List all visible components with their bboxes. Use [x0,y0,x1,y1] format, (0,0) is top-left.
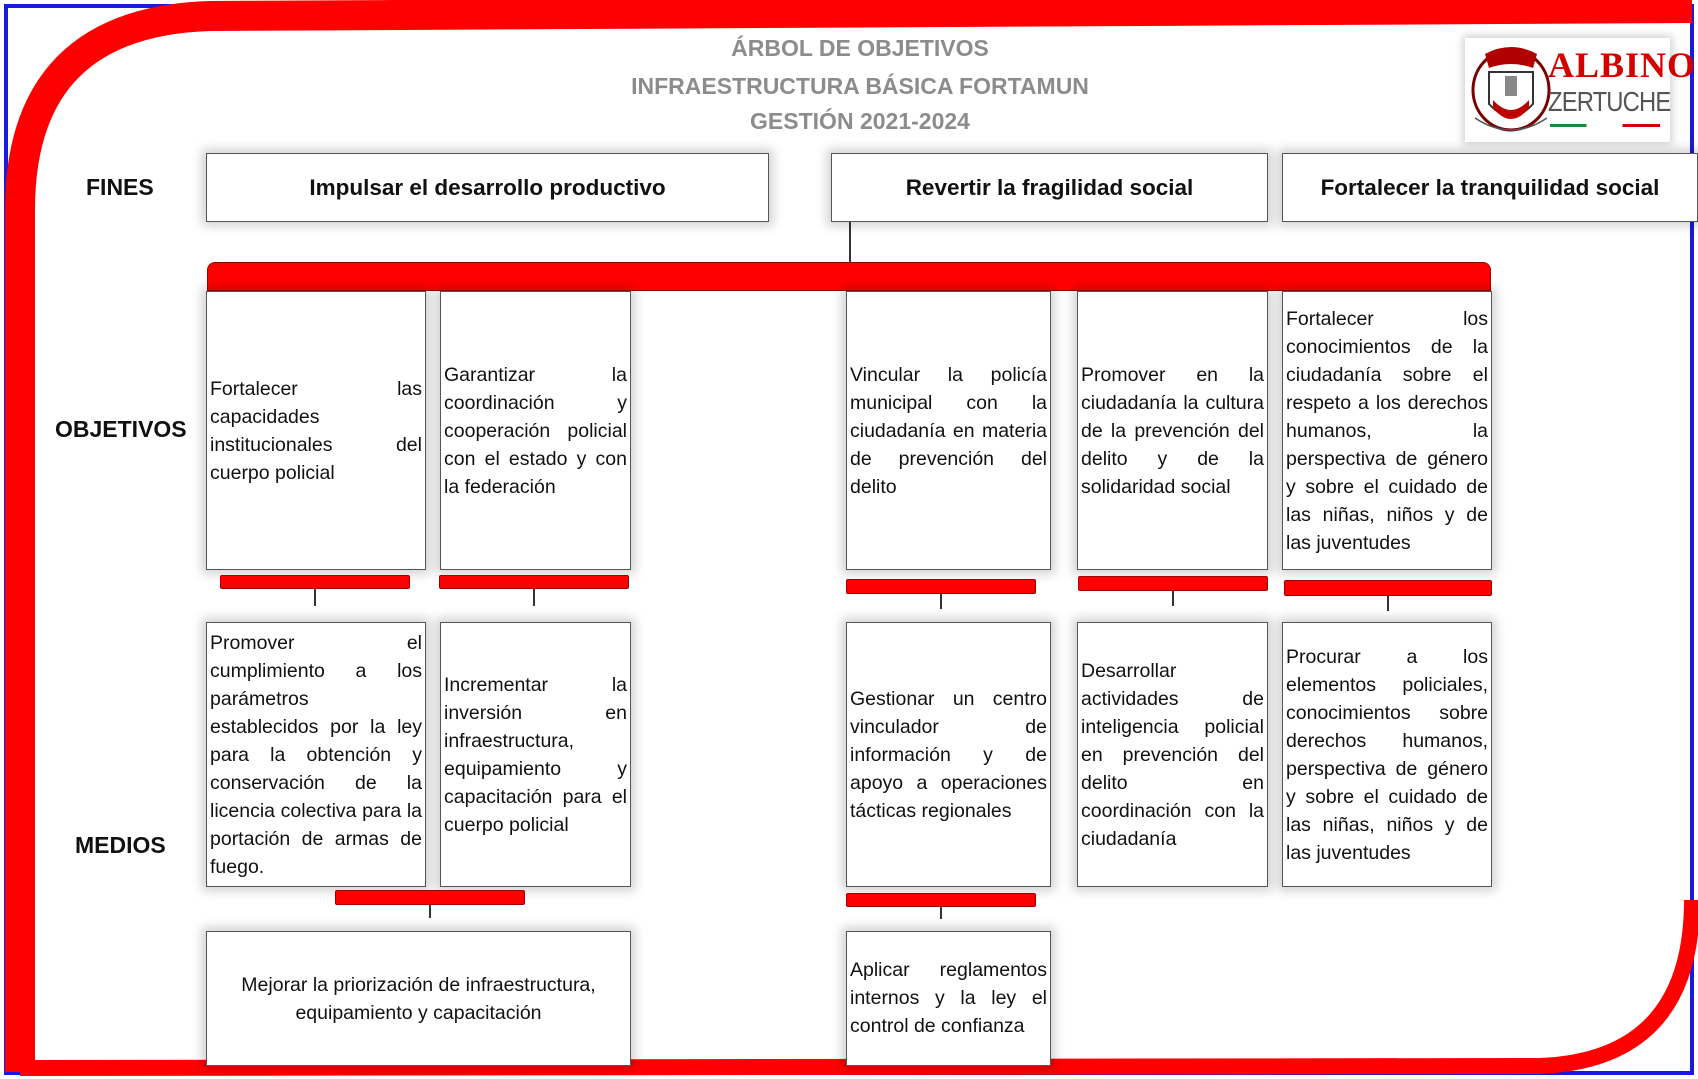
diagram-period: GESTIÓN 2021-2024 [750,108,970,134]
connector-bar-7 [846,893,1036,907]
objetivo-text-4: Promover en la ciudadanía la cultura de … [1081,363,1264,498]
medio-inferior-text-1: Mejorar la priorización de infraestructu… [241,973,596,1024]
objetivo-box-1: Fortalecer las capacidades institucional… [206,291,426,570]
fin-box-2: Revertir la fragilidad social [831,153,1268,222]
objetivo-box-5: Fortalecer los conocimientos de la ciuda… [1282,291,1492,570]
medio-text-2: Incrementar la inversión en infraestruct… [444,673,627,836]
objetivo-box-4: Promover en la ciudadanía la cultura de … [1077,291,1268,570]
medio-text-4: Desarrollar actividades de inteligencia … [1081,659,1264,850]
fin-text-2: Revertir la fragilidad social [905,174,1194,200]
connector-line [429,905,431,918]
diagram-title: ÁRBOL DE OBJETIVOS [731,35,989,61]
fin-box-3: Fortalecer la tranquilidad social [1282,153,1698,222]
fin-box-1: Impulsar el desarrollo productivo [206,153,769,222]
connector-line [940,907,942,919]
medio-text-5: Procurar a los elementos policiales, con… [1286,645,1488,864]
row-label-medios: MEDIOS [75,832,166,858]
connector-line [533,589,535,606]
medio-inferior-box-1: Mejorar la priorización de infraestructu… [206,931,631,1066]
connector-line [940,594,942,609]
medio-box-5: Procurar a los elementos policiales, con… [1282,622,1492,887]
objetivo-box-2: Garantizar la coordinación y cooperación… [440,291,631,570]
connector-bar-1 [220,575,410,589]
fin-text-3: Fortalecer la tranquilidad social [1320,174,1660,200]
connector-line [1172,591,1174,606]
logo-name-bottom: ZERTUCHE [1548,86,1671,117]
medio-inferior-box-2: Aplicar reglamentos internos y la ley el… [846,931,1051,1066]
connector-line [314,589,316,606]
objetivo-box-3: Vincular la policía municipal con la ciu… [846,291,1051,570]
medio-box-4: Desarrollar actividades de inteligencia … [1077,622,1268,887]
objetivo-text-5: Fortalecer los conocimientos de la ciuda… [1286,307,1488,554]
objetivo-text-1: Fortalecer las capacidades institucional… [210,377,422,484]
row-label-fines: FINES [86,174,154,200]
diagram-subtitle: INFRAESTRUCTURA BÁSICA FORTAMUN [631,73,1089,99]
logo-name-top: ALBINO [1548,45,1697,85]
logo-stripe [1550,124,1660,127]
medio-text-3: Gestionar un centro vinculador de inform… [850,687,1047,822]
fin-text-1: Impulsar el desarrollo productivo [309,174,666,200]
objetivo-text-2: Garantizar la coordinación y cooperación… [444,363,627,498]
main-connector-bar [207,262,1491,291]
logo: ALBINO ZERTUCHE [1465,38,1695,142]
connector-line [849,222,851,264]
connector-bar-4 [1078,576,1268,591]
objetivo-text-3: Vincular la policía municipal con la ciu… [850,363,1047,498]
connector-line [1387,596,1389,611]
coat-of-arms-icon [1471,47,1551,132]
row-label-objetivos: OBJETIVOS [55,416,187,442]
connector-bar-2 [439,575,629,589]
medio-box-2: Incrementar la inversión en infraestruct… [440,622,631,887]
connector-bar-5 [1284,580,1492,596]
medio-inferior-text-2: Aplicar reglamentos internos y la ley el… [850,959,1047,1037]
connector-bar-6 [335,890,525,905]
medio-box-1: Promover el cumplimiento a los parámetro… [206,622,426,887]
connector-bar-3 [846,579,1036,594]
medio-text-1: Promover el cumplimiento a los parámetro… [210,631,422,878]
medio-box-3: Gestionar un centro vinculador de inform… [846,622,1051,887]
